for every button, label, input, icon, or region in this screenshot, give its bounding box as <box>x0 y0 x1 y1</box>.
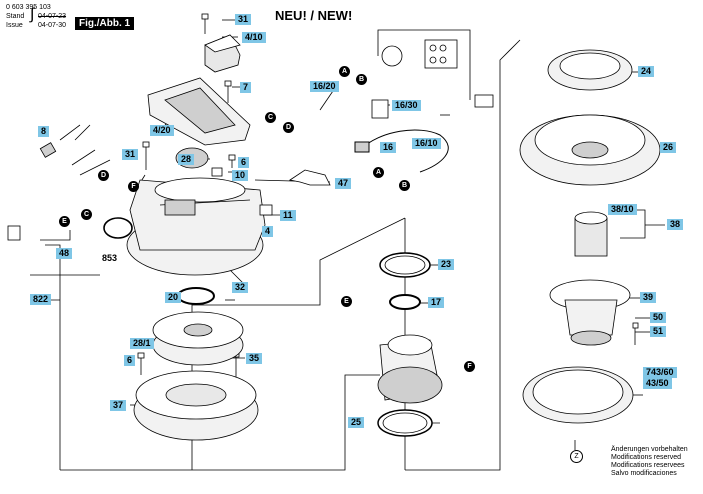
filter-housing <box>549 279 631 346</box>
part-label: 20 <box>165 292 182 303</box>
part-label: 6 <box>238 157 250 168</box>
note-line: Salvo modificaciones <box>611 470 677 477</box>
part-label: 4 <box>262 226 274 237</box>
seal-ring-17 <box>389 294 421 310</box>
seal-ring-23 <box>379 252 431 278</box>
filter <box>574 211 608 257</box>
notes-block: Änderungen vorbehalten Modifications res… <box>611 446 688 478</box>
view-marker-z: Z <box>570 450 583 463</box>
connector-marker: A <box>373 167 384 178</box>
sanding-pad <box>522 366 634 424</box>
part-label: 4/20 <box>150 125 174 136</box>
part-label: 743/60 <box>643 367 677 378</box>
issue-label: Issue <box>6 22 23 29</box>
diagram-title: NEU! / NEW! <box>275 8 353 23</box>
part-label: 28/1 <box>130 338 154 349</box>
part-label: 28 <box>178 154 195 165</box>
part-label: 16/30 <box>392 100 421 111</box>
ring-24 <box>547 49 633 91</box>
part-label: 16 <box>380 142 397 153</box>
note-line: Modifications reserved <box>611 454 682 461</box>
part-label: 35 <box>246 353 263 364</box>
part-label: 31 <box>122 149 139 160</box>
part-label: 37 <box>110 400 127 411</box>
frame-line-right <box>405 39 521 471</box>
cover-cap <box>204 34 241 73</box>
motor-schematic <box>371 29 494 119</box>
connector-marker: A <box>339 66 350 77</box>
part-label: 822 <box>30 294 52 305</box>
note-line: Änderungen vorbehalten <box>611 446 688 453</box>
bracket-line-48 <box>45 244 61 470</box>
issue-date: 04-07-30 <box>38 22 67 29</box>
part-label: 47 <box>335 178 352 189</box>
connector-marker: E <box>59 216 70 227</box>
brace-glyph: ∫ <box>30 6 35 23</box>
connector-marker: B <box>399 180 410 191</box>
stand-label: Stand <box>6 13 25 20</box>
doc-number: 0 603 395 103 <box>6 4 51 11</box>
part-label: 10 <box>232 170 249 181</box>
part-label: 31 <box>235 14 252 25</box>
figure-label: Fig./Abb. 1 <box>75 17 135 30</box>
part-label: 32 <box>232 282 249 293</box>
motor-housing <box>126 177 266 276</box>
part-label: 16/20 <box>310 81 339 92</box>
part-label: 39 <box>640 292 657 303</box>
connector-marker: C <box>265 112 276 123</box>
dust-hood <box>519 114 661 186</box>
clip <box>211 167 223 177</box>
part-label: 38 <box>667 219 684 230</box>
part-label: 48 <box>56 248 73 259</box>
base-plate <box>133 370 259 441</box>
gear-plate <box>152 311 244 366</box>
part-label: 26 <box>660 142 677 153</box>
frame-line-bottom <box>60 374 380 471</box>
ring <box>103 217 133 239</box>
note-line: Modifications reservees <box>611 462 685 469</box>
part-label: 25 <box>348 417 365 428</box>
connector-marker: F <box>128 181 139 192</box>
part-label: 16/10 <box>412 138 441 149</box>
part-label: 853 <box>102 253 118 263</box>
part-label: 43/50 <box>643 378 672 389</box>
power-cable <box>354 129 449 173</box>
connector-marker: D <box>98 170 109 181</box>
part-label: 38/10 <box>608 204 637 215</box>
ring-20 <box>177 287 215 305</box>
part-label: 6 <box>124 355 136 366</box>
plate <box>259 204 273 216</box>
part-label: 24 <box>638 66 655 77</box>
part-label: 11 <box>280 210 296 221</box>
stand-date: 04-07-23 <box>38 13 67 20</box>
part-label: 8 <box>38 126 50 137</box>
part-label: 50 <box>650 312 667 323</box>
carbon-brushes <box>7 124 111 241</box>
part-label: 17 <box>428 297 445 308</box>
connector-marker: E <box>341 296 352 307</box>
connector-marker: C <box>81 209 92 220</box>
part-label: 23 <box>438 259 455 270</box>
clamp <box>288 169 331 186</box>
motor-unit <box>377 334 443 404</box>
connector-marker: B <box>356 74 367 85</box>
connector-marker: F <box>464 361 475 372</box>
part-label: 51 <box>650 326 667 337</box>
part-label: 7 <box>240 82 252 93</box>
handle <box>147 77 251 146</box>
connector-marker: D <box>283 122 294 133</box>
part-label: 4/10 <box>242 32 266 43</box>
seal-ring-25 <box>377 409 433 437</box>
